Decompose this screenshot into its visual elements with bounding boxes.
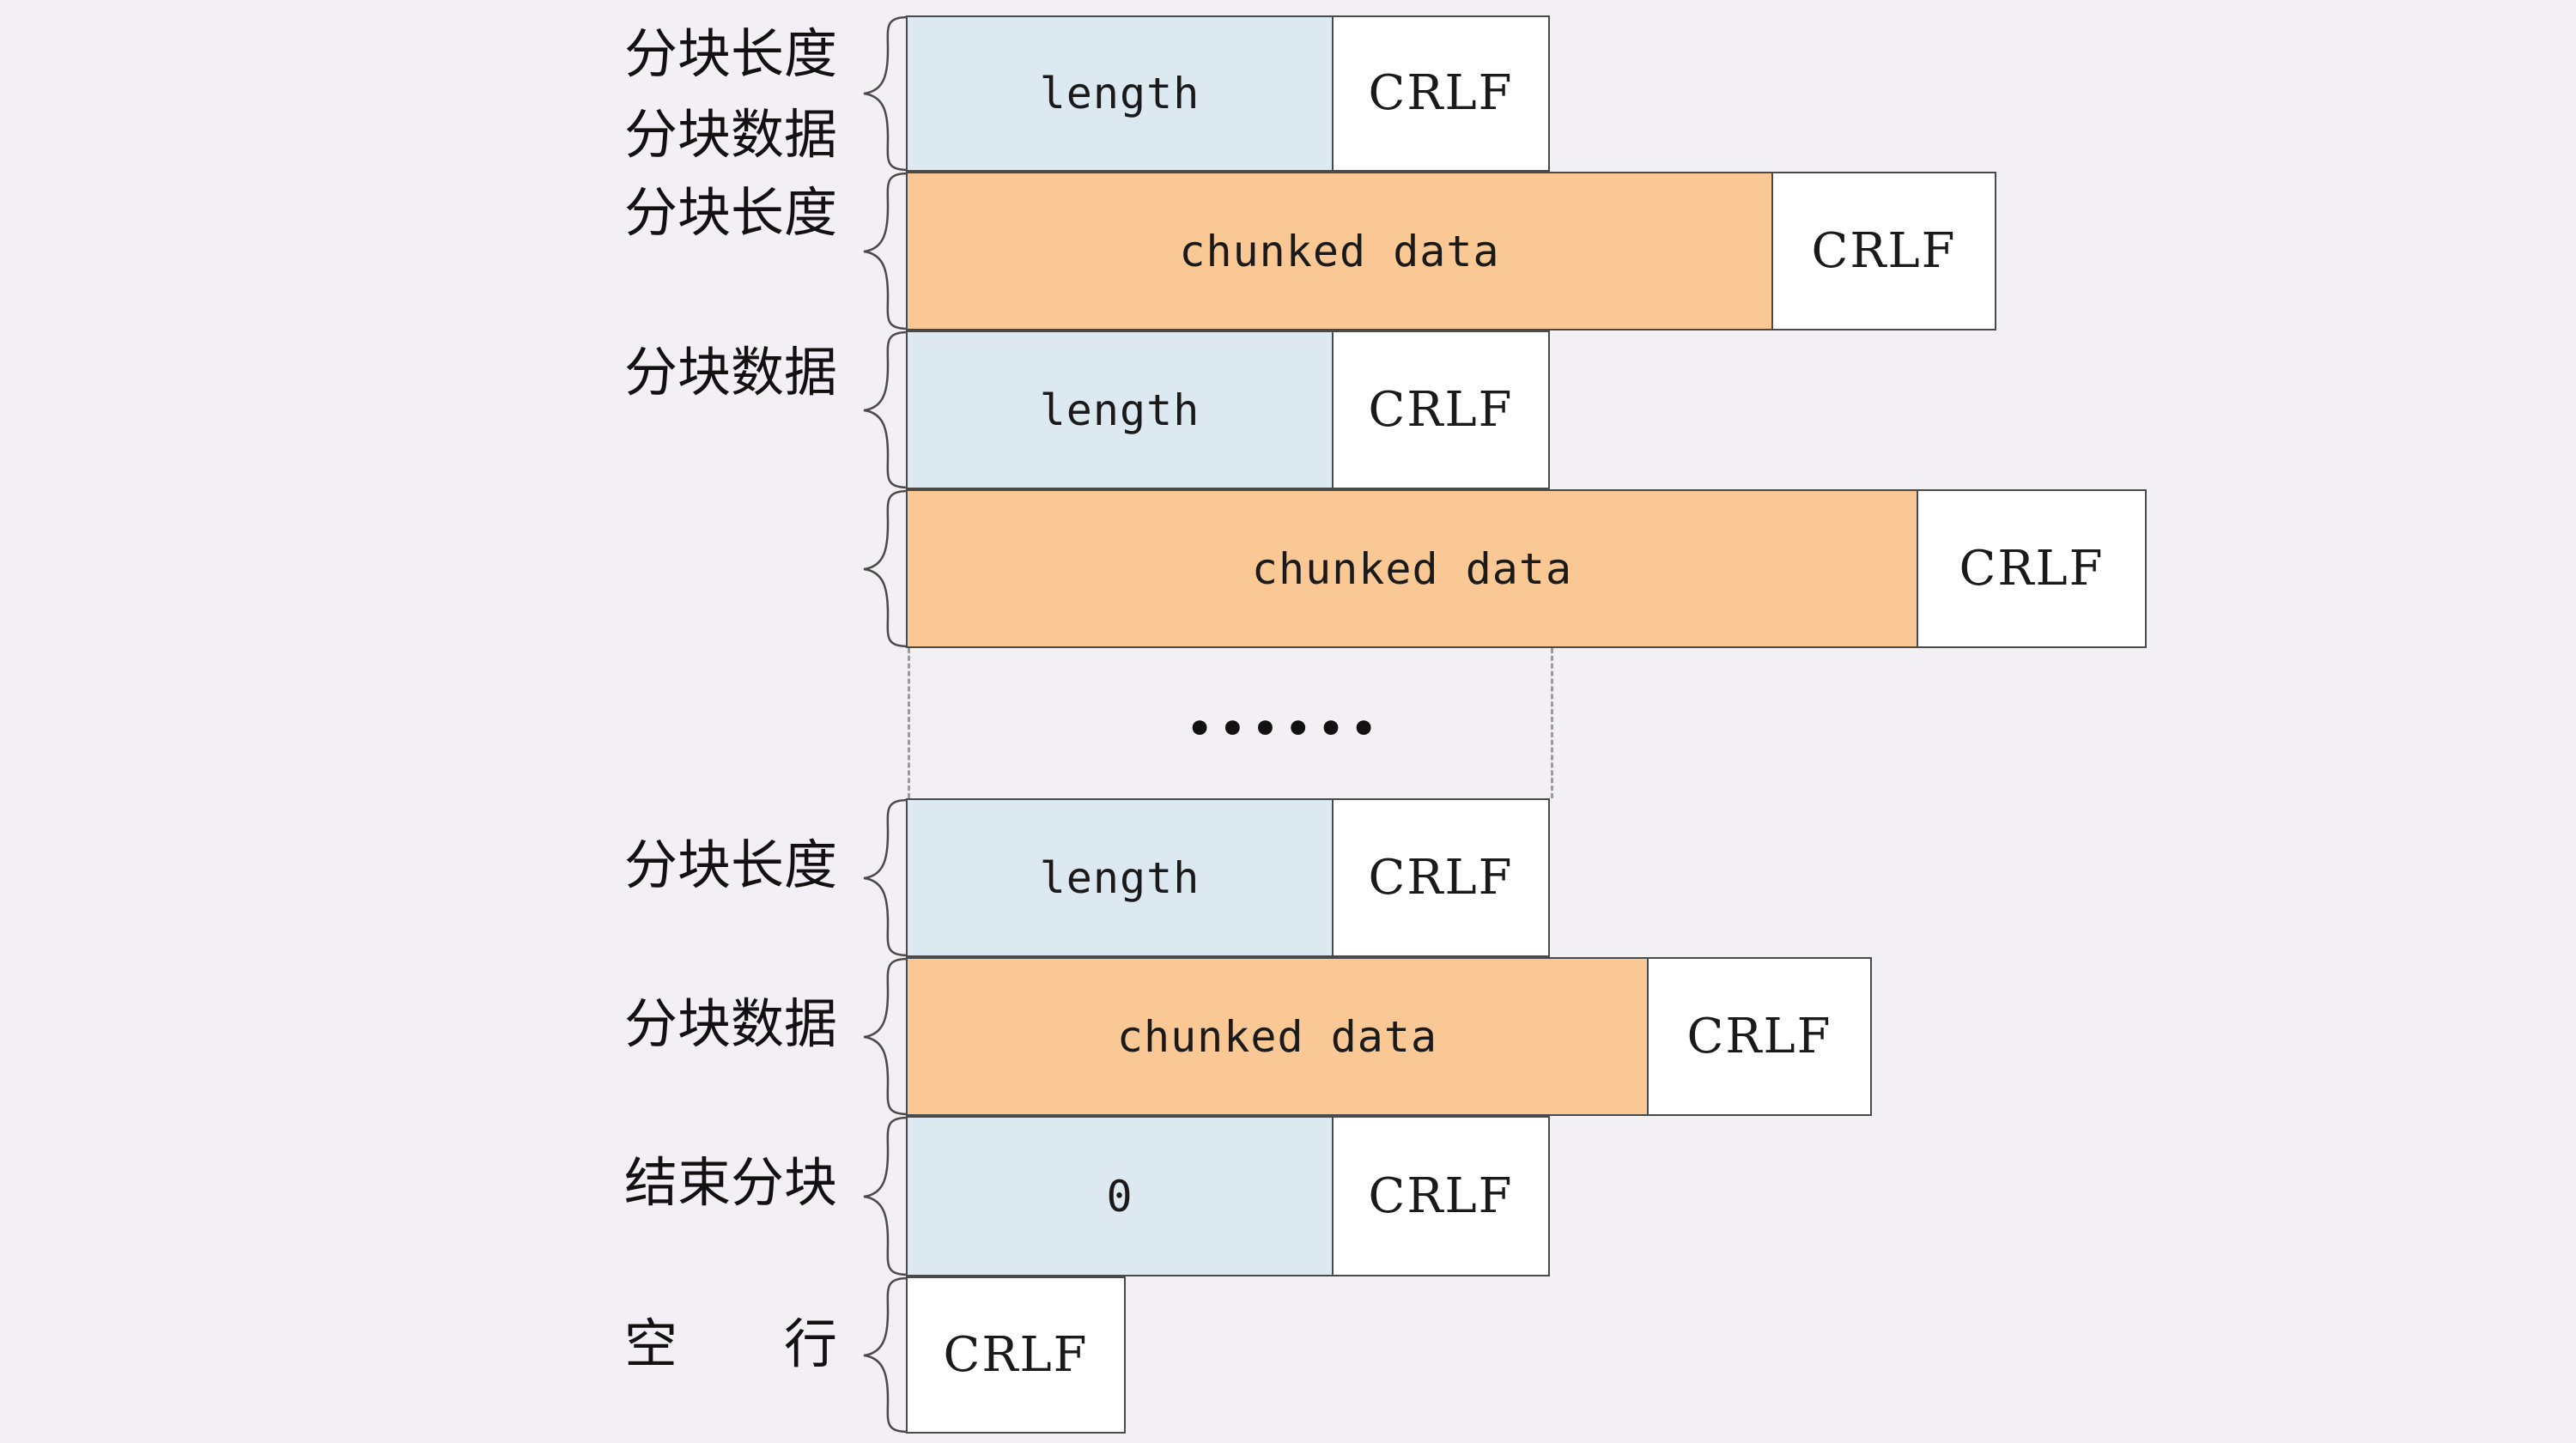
table-row: length CRLF [906, 798, 1550, 957]
last-chunk-size-cell: 0 [906, 1116, 1334, 1276]
chunk-data-cell: chunked data [906, 172, 1773, 330]
brace-row-5 [859, 798, 908, 957]
row-label-chunk-data-1: 分块数据 [623, 103, 837, 166]
row-label-chunk-length-2: 分块长度 [623, 181, 837, 244]
chunk-data-cell: chunked data [906, 957, 1649, 1116]
brace-row-1 [859, 15, 908, 172]
chunk-length-cell: length [906, 15, 1334, 172]
brace-row-6 [859, 957, 908, 1116]
crlf-cell: CRLF [1771, 172, 1996, 330]
row-label-last-chunk: 结束分块 [623, 1151, 837, 1214]
table-row: CRLF [906, 1276, 1126, 1434]
row-label-chunk-data-3: 分块数据 [623, 992, 837, 1055]
chunk-length-cell: length [906, 798, 1334, 957]
continuation-dash-left [908, 648, 910, 798]
chunk-length-cell: length [906, 330, 1334, 489]
brace-row-3 [859, 330, 908, 489]
continuation-dash-right [1551, 648, 1553, 798]
table-row: chunked data CRLF [906, 172, 1996, 330]
brace-row-4 [859, 489, 908, 648]
crlf-cell: CRLF [1332, 798, 1550, 957]
table-row: chunked data CRLF [906, 489, 2147, 648]
row-label-chunk-length-3: 分块长度 [623, 834, 837, 896]
table-row: chunked data CRLF [906, 957, 1872, 1116]
brace-row-7 [859, 1116, 908, 1276]
crlf-cell: CRLF [1647, 957, 1872, 1116]
table-row: 0 CRLF [906, 1116, 1550, 1276]
row-label-chunk-data-2: 分块数据 [623, 341, 837, 403]
brace-row-2 [859, 172, 908, 330]
table-row: length CRLF [906, 15, 1550, 172]
table-row: length CRLF [906, 330, 1550, 489]
brace-row-8 [859, 1276, 908, 1434]
crlf-cell: CRLF [906, 1276, 1126, 1434]
continuation-ellipsis: •••••• [1185, 700, 1382, 758]
crlf-cell: CRLF [1332, 15, 1550, 172]
crlf-cell: CRLF [1917, 489, 2147, 648]
crlf-cell: CRLF [1332, 330, 1550, 489]
row-label-blank-line: 空 行 [623, 1313, 837, 1375]
crlf-cell: CRLF [1332, 1116, 1550, 1276]
row-label-chunk-length-1: 分块长度 [623, 22, 837, 85]
chunk-data-cell: chunked data [906, 489, 1918, 648]
